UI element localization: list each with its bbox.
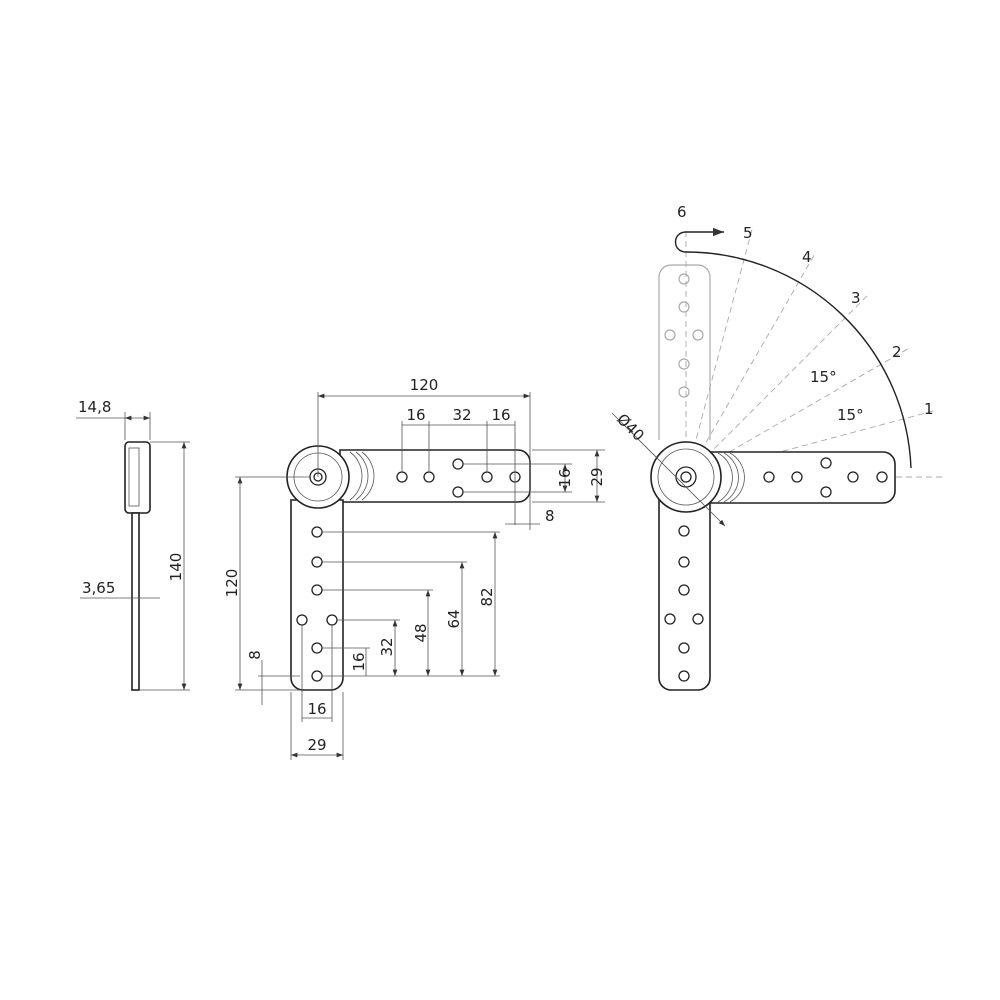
rotation-view: Ø40 1 2 3 4 5 6 15° 15°	[611, 203, 946, 691]
position-1: 1	[924, 400, 934, 418]
dim-thickness: 3,65	[82, 579, 115, 597]
dim-pitch-a: 16	[406, 406, 425, 424]
dim-hole-offset-h: 16	[556, 468, 574, 487]
position-5: 5	[743, 224, 753, 242]
dim-hole-spacing-bottom: 16	[307, 700, 326, 718]
rot-holes-vertical	[664, 525, 704, 682]
dim-hole-48: 48	[412, 623, 430, 642]
ghost-holes	[664, 273, 704, 398]
dim-hole-82: 82	[478, 587, 496, 606]
rotation-arc-arrow	[674, 227, 912, 469]
front-view: 120 16 32 16 29 16 8 120 8 82 64 48 32 1…	[223, 376, 606, 760]
dim-pitch-c: 16	[491, 406, 510, 424]
ghost-arm	[658, 264, 711, 440]
dim-hole-32: 32	[378, 637, 396, 656]
dim-hole-16: 16	[350, 652, 368, 671]
position-2: 2	[892, 343, 902, 361]
dim-diameter: Ø40	[613, 410, 648, 445]
side-rod	[131, 512, 140, 691]
side-view: 14,8 3,65 140	[76, 398, 190, 691]
dim-height: 140	[167, 553, 185, 582]
dim-end-offset-v: 8	[246, 650, 264, 660]
dim-pitch-b: 32	[452, 406, 471, 424]
dim-width: 14,8	[78, 398, 111, 416]
position-6: 6	[677, 203, 687, 221]
dim-hole-64: 64	[445, 609, 463, 628]
dim-end-offset-h: 8	[545, 507, 555, 525]
dim-arm-width-bottom: 29	[307, 736, 326, 754]
dim-arm-length-v: 120	[223, 569, 241, 598]
side-hub-detail	[128, 447, 140, 507]
rot-holes-horizontal	[763, 457, 888, 498]
rotation-dashed-lines	[685, 225, 946, 478]
angle-label-upper: 15°	[810, 368, 837, 386]
dim-arm-length-h: 120	[410, 376, 439, 394]
dim-arm-width-h: 29	[588, 467, 606, 486]
position-4: 4	[802, 248, 812, 266]
position-3: 3	[851, 289, 861, 307]
angle-label-lower: 15°	[837, 406, 864, 424]
